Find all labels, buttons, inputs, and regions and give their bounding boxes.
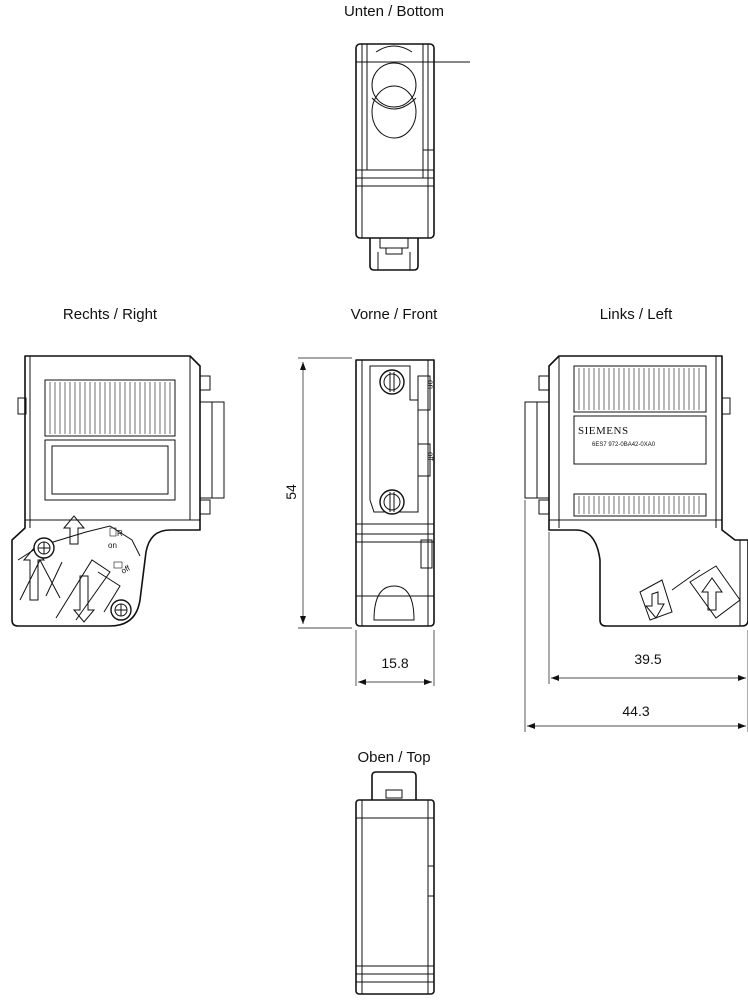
bottom-view	[355, 43, 470, 271]
left-view-label: Links / Left	[600, 306, 673, 323]
front-label-off: off	[426, 452, 435, 462]
screw-icon	[33, 537, 55, 559]
part-number-label: 6ES7 972-0BA42-0XA0	[592, 442, 656, 448]
front-label-on: on	[426, 380, 435, 389]
right-view: R on off	[11, 355, 225, 627]
switch-label-on: on	[108, 541, 117, 550]
dim-body-width: 39.5	[634, 651, 661, 667]
switch-label-r: R	[117, 529, 123, 538]
front-view-label: Vorne / Front	[351, 306, 439, 323]
right-view-label: Rechts / Right	[63, 306, 158, 323]
dim-overall-width: 44.3	[622, 703, 649, 719]
screw-icon	[110, 599, 132, 621]
brand-label: SIEMENS	[578, 425, 629, 437]
dim-front-width: 15.8	[381, 655, 408, 671]
bottom-view-label: Unten / Bottom	[344, 3, 444, 20]
screw-icon	[379, 489, 405, 515]
left-dimensions: 39.5 44.3	[524, 500, 748, 732]
dim-height: 54	[283, 484, 299, 500]
top-view-label: Oben / Top	[357, 749, 430, 766]
front-view: on off	[355, 359, 435, 627]
front-dimensions: 54 15.8	[283, 357, 435, 686]
screw-icon	[379, 369, 405, 395]
switch-label-off: off	[120, 563, 133, 576]
left-view: SIEMENS 6ES7 972-0BA42-0XA0	[524, 355, 748, 627]
top-view	[355, 771, 435, 995]
